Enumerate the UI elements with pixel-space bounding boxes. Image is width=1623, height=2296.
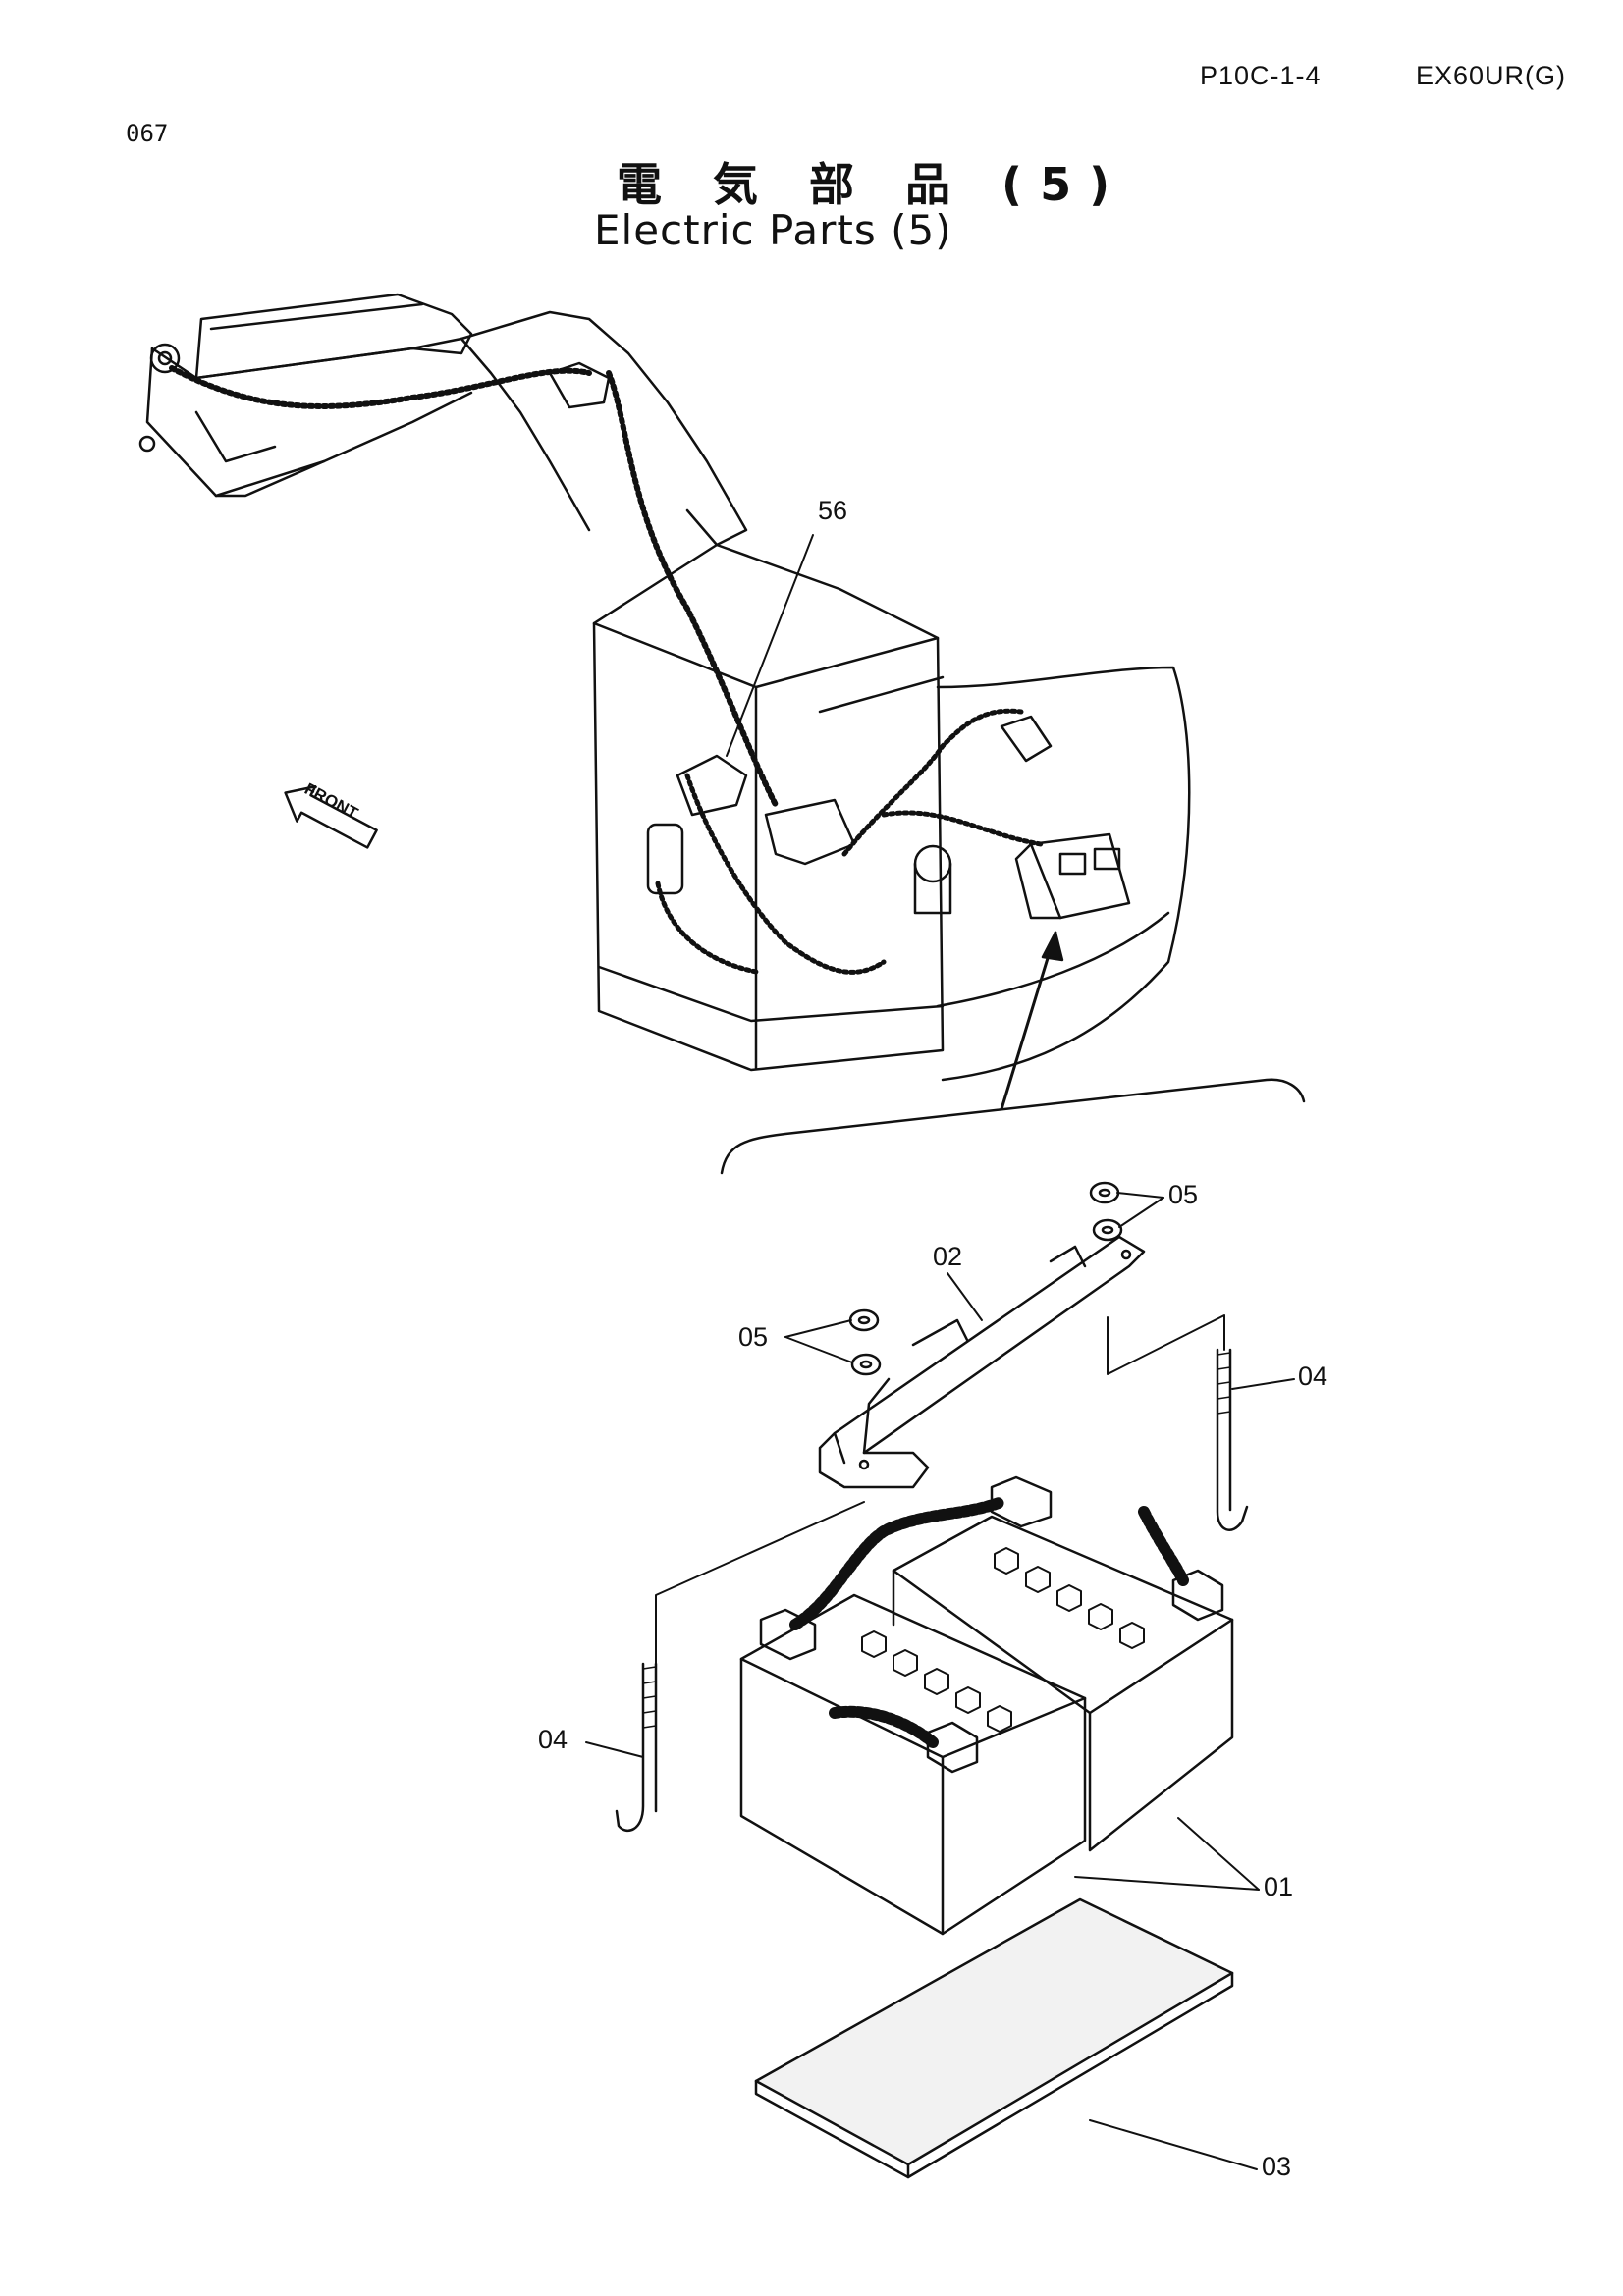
detail-separator-line [720,1078,1306,1175]
front-direction-arrow [284,785,378,849]
title-japanese: 電 気 部 品 (5) [617,158,1128,211]
page-reference: P10C-1-4 [1200,61,1322,90]
callout-04-right: 04 [1298,1362,1328,1391]
machine-overview-illustration [138,293,1191,1111]
callout-leaders [585,1192,1295,2170]
battery-clamp-02 [818,1235,1146,1489]
callout-05-upper: 05 [1168,1180,1199,1209]
model-number: EX60UR(G) [1416,61,1567,90]
nuts-05 [848,1181,1123,1376]
callout-02: 02 [933,1242,963,1271]
callout-03: 03 [1262,2152,1292,2181]
batteries-01 [739,1475,1234,1936]
j-bolt-right-04 [1216,1348,1249,1531]
leader-56 [726,534,814,757]
callout-05-lower: 05 [738,1322,769,1352]
callout-01: 01 [1264,1872,1294,1901]
battery-mat-03 [754,1897,1234,2179]
callout-56: 56 [818,496,848,525]
title-english: Electric Parts (5) [594,206,952,254]
j-bolt-left-04 [615,1662,658,1832]
page-number: 067 [126,120,169,147]
callout-04-left: 04 [538,1725,568,1754]
